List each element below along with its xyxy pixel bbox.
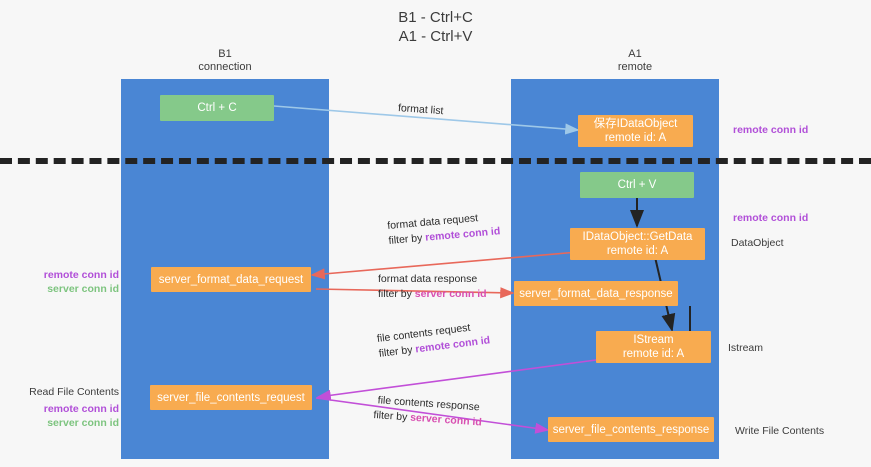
node-server-file-contents-response-label: server_file_contents_response — [552, 423, 710, 436]
page-title: B1 - Ctrl+C A1 - Ctrl+V — [0, 8, 871, 46]
node-save-idataobject-label: 保存IDataObject — [593, 118, 678, 130]
node-server-format-data-request-label: server_format_data_request — [158, 273, 304, 286]
lane-header-a1: A1 remote — [560, 48, 710, 74]
node-server-file-contents-response[interactable]: server_file_contents_response — [548, 417, 714, 442]
lane-b1-name: B1 — [218, 48, 232, 60]
node-getdata-label: IDataObject::GetData — [582, 231, 693, 243]
annotation-read-file-contents-heading: Read File Contents — [21, 385, 119, 399]
node-getdata[interactable]: IDataObject::GetData remote id: A — [570, 228, 705, 260]
annotation-right-dataobject: DataObject — [731, 236, 784, 250]
edge-label-file-contents-request: file contents request filter by remote c… — [376, 318, 491, 361]
edge-label-fdresp-line1: format data response — [378, 273, 478, 285]
node-istream[interactable]: IStream remote id: A — [596, 331, 711, 363]
lane-header-b1: B1 connection — [150, 48, 300, 74]
title-line-1: B1 - Ctrl+C — [398, 9, 473, 26]
edge-label-format-list-line1: format list — [397, 102, 444, 118]
lane-a1-name: A1 — [628, 48, 642, 60]
node-server-format-data-response-label: server_format_data_response — [519, 287, 673, 300]
node-ctrl-v[interactable]: Ctrl + V — [580, 172, 694, 198]
node-save-idataobject[interactable]: 保存IDataObject remote id: A — [578, 115, 693, 147]
edge-label-fdresp-line2: filter by server conn id — [378, 287, 487, 302]
edge-label-fdresp-key: server conn id — [414, 288, 487, 300]
annotation-right-remote-conn-id-top: remote conn id — [733, 123, 808, 137]
annotation-read-file-contents-text: Read File Contents — [29, 386, 119, 398]
node-server-file-contents-request[interactable]: server_file_contents_request — [150, 385, 312, 410]
node-ctrl-v-label: Ctrl + V — [617, 179, 657, 191]
edge-label-fcresp-key: server conn id — [409, 411, 483, 429]
annotation-right-dataobject-text: DataObject — [731, 237, 784, 249]
annotation-right-istream-text: Istream — [728, 342, 764, 354]
edge-label-fcresp-prefix: filter by — [373, 408, 411, 424]
edge-label-fdresp-prefix: filter by — [378, 288, 415, 300]
node-getdata-sub: remote id: A — [606, 245, 669, 257]
annotation-left-server-conn-id: server conn id — [47, 283, 119, 295]
edge-label-fcr-prefix: filter by — [378, 343, 417, 360]
annotation-right-remote-top-text: remote conn id — [733, 124, 809, 136]
node-istream-sub: remote id: A — [622, 348, 685, 360]
annotation-left-conn-ids: remote conn id server conn id — [21, 268, 119, 296]
edge-label-format-data-response: format data response filter by server co… — [378, 272, 487, 302]
annotation-right-write-text: Write File Contents — [735, 425, 825, 437]
node-save-idataobject-sub: remote id: A — [604, 132, 667, 144]
edge-label-file-contents-response: file contents response filter by server … — [373, 393, 483, 430]
annotation-right-remote-mid-text: remote conn id — [733, 212, 809, 224]
edge-label-fdr-prefix: filter by — [388, 231, 426, 247]
annotation-right-write-file-contents: Write File Contents — [735, 424, 824, 438]
phase-divider — [0, 158, 871, 164]
title-line-2: A1 - Ctrl+V — [398, 28, 473, 45]
annotation-right-istream: Istream — [728, 341, 763, 355]
edge-label-format-list: format list — [397, 101, 444, 119]
lane-b1-role: connection — [198, 61, 252, 73]
node-ctrl-c-label: Ctrl + C — [197, 102, 237, 114]
annotation-left-conn-ids-2: remote conn id server conn id — [21, 402, 119, 430]
annotation-right-remote-conn-id-mid: remote conn id — [733, 211, 808, 225]
node-istream-label: IStream — [633, 334, 674, 346]
annotation-left-remote-conn-id: remote conn id — [43, 269, 119, 281]
node-server-format-data-request[interactable]: server_format_data_request — [151, 267, 311, 292]
node-ctrl-c[interactable]: Ctrl + C — [160, 95, 274, 121]
annotation-left-remote-conn-id-2: remote conn id — [43, 403, 119, 415]
node-server-format-data-response[interactable]: server_format_data_response — [514, 281, 678, 306]
node-server-file-contents-request-label: server_file_contents_request — [157, 391, 305, 404]
annotation-left-server-conn-id-2: server conn id — [47, 417, 119, 429]
edge-label-format-data-request: format data request filter by remote con… — [387, 209, 501, 249]
lane-a1-role: remote — [617, 61, 653, 73]
